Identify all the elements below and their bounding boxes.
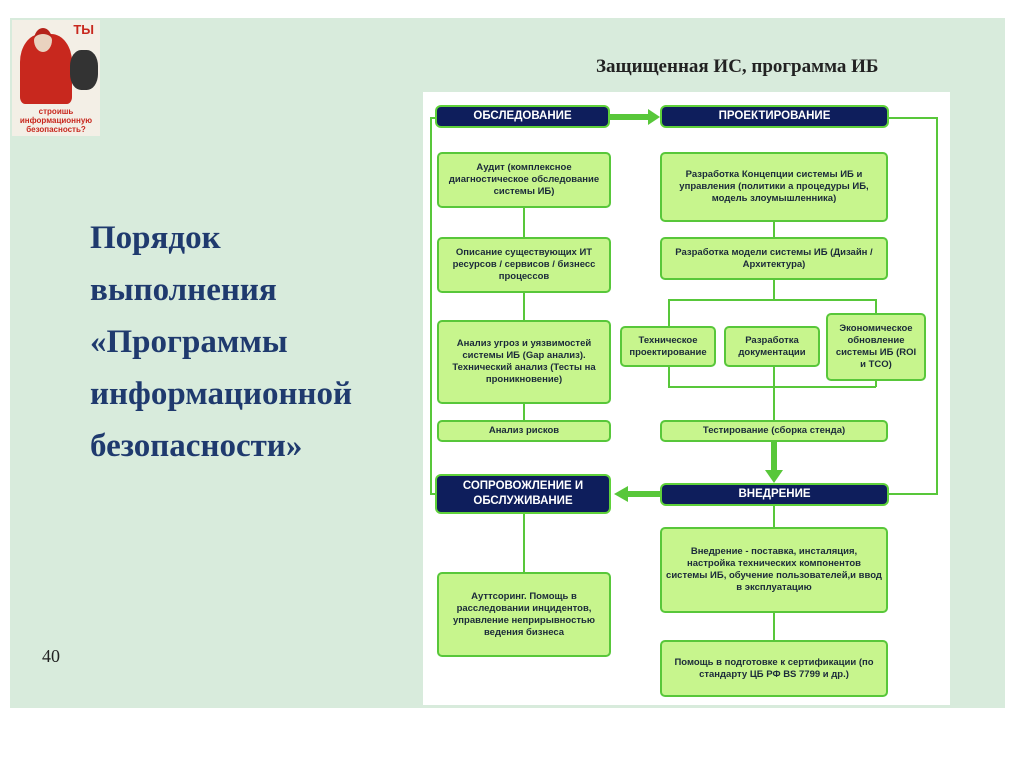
step-risk-analysis: Анализ рисков	[437, 420, 611, 442]
step-deployment: Внедрение - поставка, инсталяция, настро…	[660, 527, 888, 613]
step-threat-analysis: Анализ угроз и уязвимостей системы ИБ (G…	[437, 320, 611, 404]
header-design: ПРОЕКТИРОВАНИЕ	[662, 107, 887, 126]
step-describe-resources: Описание существующих ИТ ресурсов / серв…	[437, 237, 611, 293]
header-support: СОПРОВОЖЛЕНИЕ И ОБСЛУЖИВАНИЕ	[437, 476, 609, 512]
step-certification: Помощь в подготовке к сертификации (по с…	[660, 640, 888, 697]
step-concept: Разработка Концепции системы ИБ и управл…	[660, 152, 888, 222]
page-number: 40	[42, 646, 60, 666]
slide-heading: Порядок выполнения «Программы информацио…	[90, 220, 353, 464]
slide-title: Защищенная ИС, программа ИБ	[596, 56, 879, 77]
step-documentation: Разработка документации	[724, 326, 820, 367]
step-audit: Аудит (комплексное диагностическое обсле…	[437, 152, 611, 208]
header-deploy: ВНЕДРЕНИЕ	[662, 485, 887, 504]
step-economic: Экономическое обновление системы ИБ (ROI…	[826, 313, 926, 381]
step-testing: Тестирование (сборка стенда)	[660, 420, 888, 442]
step-model: Разработка модели системы ИБ (Дизайн / А…	[660, 237, 888, 280]
step-outsourcing: Ауттсоринг. Помощь в расследовании инцид…	[437, 572, 611, 657]
step-tech-design: Техническое проектирование	[620, 326, 716, 367]
header-survey: ОБСЛЕДОВАНИЕ	[437, 107, 608, 126]
poster-image: ТЫ строишь информационную безопасность?	[12, 20, 100, 136]
